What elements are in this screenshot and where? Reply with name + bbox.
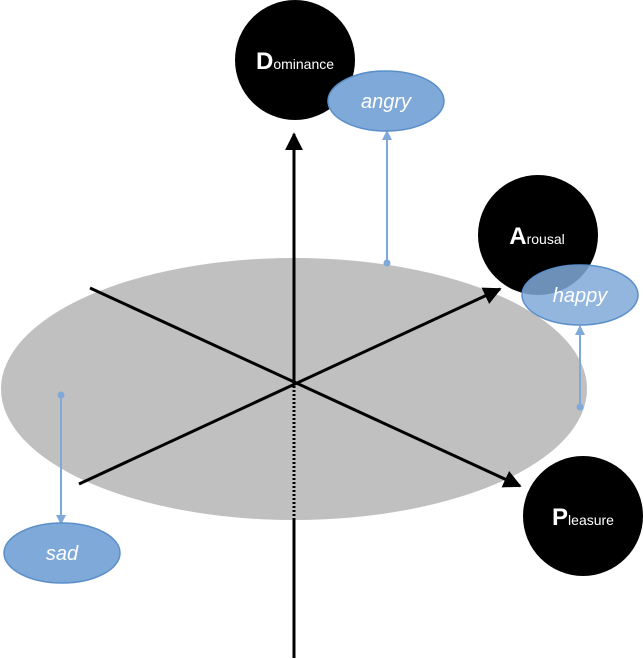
pleasure-axis: [89, 286, 522, 488]
arousal-label: Arousal: [509, 223, 564, 250]
arousal-axis: [78, 287, 502, 486]
emotion-angry-label: angry: [361, 91, 412, 113]
dominance-node: Dominance: [235, 0, 355, 120]
emotion-angry: angry: [327, 70, 445, 132]
pleasure-arousal-plane: [1, 258, 587, 520]
emotion-sad: sad: [3, 522, 121, 584]
dominance-label: Dominance: [256, 48, 334, 75]
emotion-happy-label: happy: [553, 285, 608, 307]
pleasure-node: Pleasure: [523, 456, 643, 576]
emotion-sad-label: sad: [46, 543, 79, 565]
sad-connector: [56, 391, 66, 525]
pleasure-label: Pleasure: [552, 504, 614, 531]
happy-connector: [575, 325, 585, 411]
emotion-happy: happy: [521, 264, 639, 326]
angry-connector: [382, 130, 392, 267]
